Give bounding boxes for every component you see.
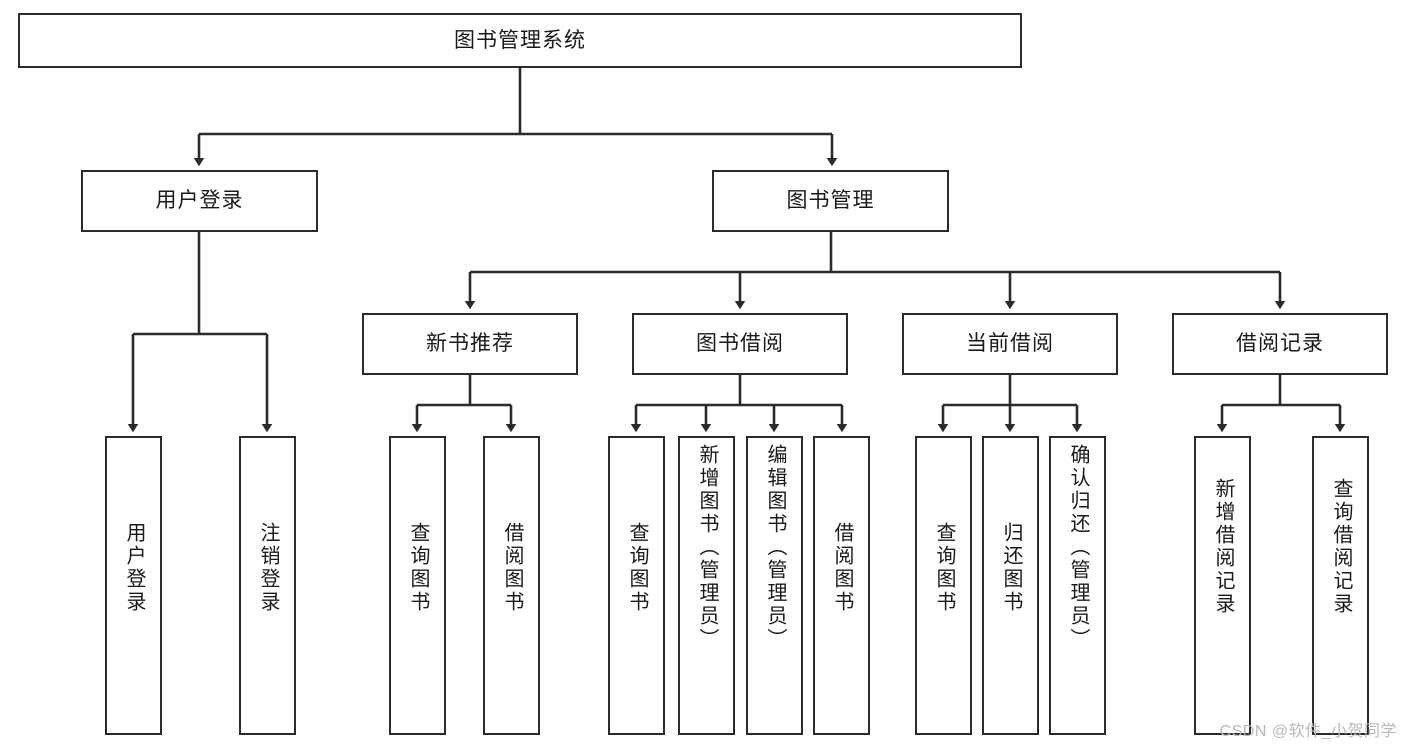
node-label: 用户登录 [155,189,244,213]
node-new-book-recommend[interactable]: 新书推荐 [362,313,578,375]
node-leaf-book-borrow-query[interactable]: 查询图书 [608,436,665,735]
node-label: 当前借阅 [966,332,1054,356]
node-label: 注销登录 [257,522,279,614]
node-label: 查询图书 [626,522,648,614]
node-label: 查询借阅记录 [1330,478,1352,616]
node-label: 新增借阅记录 [1212,478,1234,616]
node-leaf-user-login-login[interactable]: 用户登录 [105,436,162,735]
node-leaf-book-borrow-borrow[interactable]: 借阅图书 [813,436,870,735]
node-book-management[interactable]: 图书管理 [712,170,949,232]
node-label: 图书借阅 [696,332,784,356]
node-leaf-borrow-record-query[interactable]: 查询借阅记录 [1312,436,1369,735]
node-label: 查询图书 [933,522,955,614]
node-label: 新书推荐 [426,332,514,356]
node-book-borrow[interactable]: 图书借阅 [632,313,848,375]
node-leaf-current-borrow-query[interactable]: 查询图书 [915,436,972,735]
node-leaf-new-book-query[interactable]: 查询图书 [389,436,446,735]
node-label: 借阅记录 [1236,332,1324,356]
node-leaf-new-book-borrow[interactable]: 借阅图书 [483,436,540,735]
node-label: 查询图书 [407,522,429,614]
node-leaf-current-borrow-return[interactable]: 归还图书 [982,436,1039,735]
node-current-borrow[interactable]: 当前借阅 [902,313,1118,375]
node-label: 确认归还（管理员） [1067,444,1089,651]
node-leaf-book-borrow-add[interactable]: 新增图书（管理员） [678,436,735,735]
node-leaf-book-borrow-edit[interactable]: 编辑图书（管理员） [746,436,803,735]
node-borrow-record[interactable]: 借阅记录 [1172,313,1388,375]
node-label: 图书管理 [786,189,875,213]
node-label: 编辑图书（管理员） [764,444,786,651]
node-label: 新增图书（管理员） [696,444,718,651]
node-label: 借阅图书 [831,522,853,614]
node-leaf-borrow-record-add[interactable]: 新增借阅记录 [1194,436,1251,735]
node-leaf-user-login-logout[interactable]: 注销登录 [239,436,296,735]
node-label: 归还图书 [1000,522,1022,614]
node-label: 借阅图书 [501,522,523,614]
node-label: 用户登录 [123,522,145,614]
node-user-login[interactable]: 用户登录 [81,170,318,232]
node-leaf-current-borrow-confirm[interactable]: 确认归还（管理员） [1049,436,1106,735]
node-label: 图书管理系统 [454,28,586,52]
node-root-book-management-system[interactable]: 图书管理系统 [18,13,1022,68]
